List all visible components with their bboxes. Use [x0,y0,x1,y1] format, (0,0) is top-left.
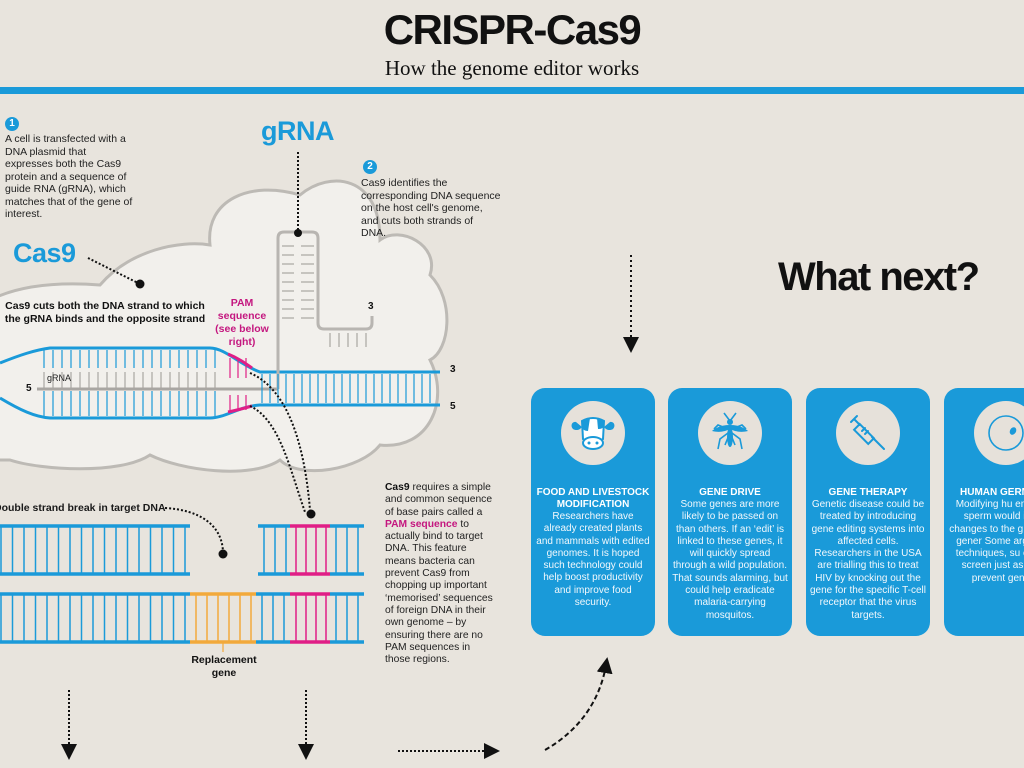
mosquito-icon [698,401,762,465]
cow-icon [561,401,625,465]
curved-up-arrow [544,657,613,751]
card-food-livestock: FOOD AND LIVESTOCK MODIFICATION Research… [531,388,655,636]
what-next-heading: What next? [778,255,980,299]
pam-leader [249,372,311,511]
page-title: CRISPR-Cas9 [383,6,642,53]
pam-para-lead: Cas9 [385,482,410,493]
step-2-text: Cas9 identifies the corresponding DNA se… [361,177,501,239]
card-title: GENE THERAPY [828,487,908,498]
grna-strand-label: gRNA [47,373,72,383]
pam-explanation: Cas9 requires a simple and common sequen… [385,482,495,666]
cas9-label: Cas9 [13,238,76,268]
card-body: Researchers have already created plants … [536,511,650,609]
cas9-leader-dot [135,279,145,289]
card-title: GENE DRIVE [699,487,761,498]
pam-para-text-1: requires a simple and common sequence of… [385,482,493,518]
card-body: Some genes are more likely to be passed … [672,499,788,621]
hairpin-end-label: 3 [368,301,374,312]
grna-start-label: 5 [26,383,32,394]
break-leader [164,507,224,553]
cas9-leader [87,257,141,285]
egg-cell-icon [974,401,1024,465]
dna-top-end-label: 3 [450,364,456,375]
replacement-gene-label: Replacement gene [191,654,257,679]
syringe-icon [836,401,900,465]
card-gene-drive: GENE DRIVE Some genes are more likely to… [668,388,792,636]
step-1-badge: 1 [5,117,19,131]
cas9-cuts-caption: Cas9 cuts both the DNA strand to which t… [4,300,206,325]
card-human-germline: HUMAN GERM Modifying hu embryos, sperm w… [944,388,1024,636]
card-gene-therapy: GENE THERAPY Genetic disease could be tr… [806,388,930,636]
break-leader-dot [218,549,228,559]
grna-hairpin [276,230,374,389]
step-2-badge: 2 [363,160,377,174]
pam-leader-dot [306,509,316,519]
pam-para-text-2: to actually bind to target DNA. This fea… [385,518,493,666]
page-subtitle: How the genome editor works [384,56,640,80]
header-divider [0,87,1024,94]
lower-dna-group [0,524,364,652]
card-title: FOOD AND LIVESTOCK MODIFICATION [536,487,650,510]
grna-leader-dot [294,229,302,237]
card-body: Genetic disease could be treated by intr… [810,499,926,621]
pam-caption: PAM sequence (see below right) [215,297,269,348]
step-1-text: A cell is transfected with a DNA plasmid… [5,133,133,220]
double-strand-break-label: Double strand break in target DNA [0,502,166,514]
grna-label: gRNA [261,116,335,146]
card-title: HUMAN GERM [960,487,1024,498]
cell-membrane [0,179,449,473]
pam-para-highlight: PAM sequence [385,518,458,530]
base-pair-ticks [43,245,431,416]
dna-bottom-end-label: 5 [450,401,456,412]
card-body: Modifying hu embryos, sperm would introu… [949,499,1024,584]
pam-segment-top [227,352,253,370]
